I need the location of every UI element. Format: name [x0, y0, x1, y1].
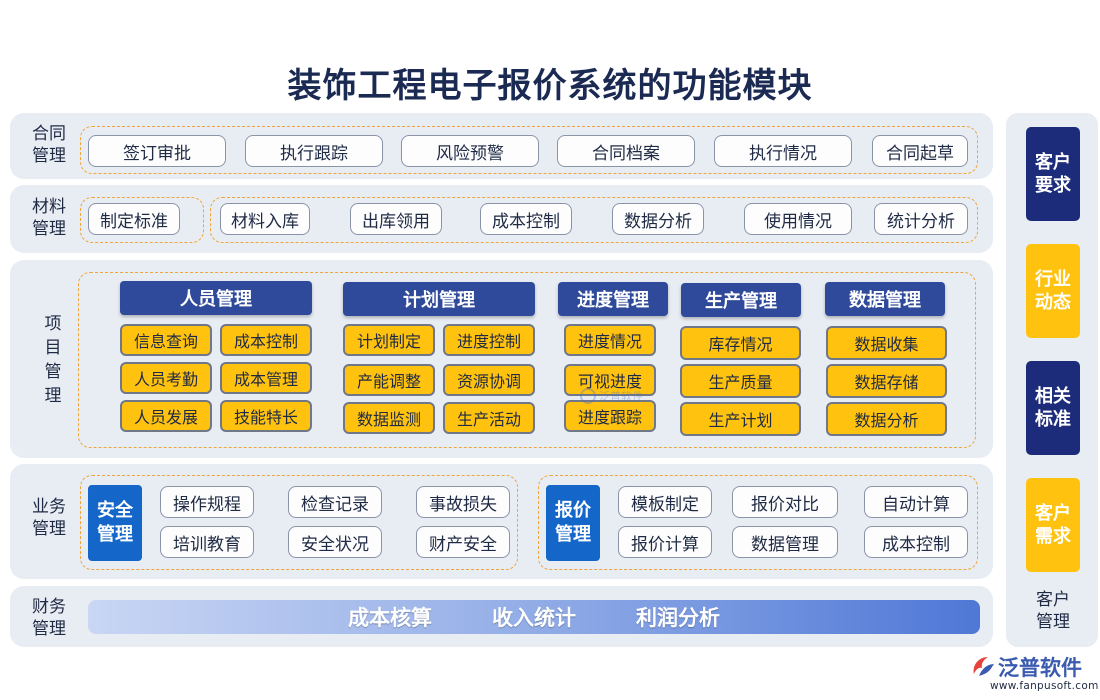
safety-item[interactable]: 安全状况	[288, 526, 382, 558]
production-item[interactable]: 生产计划	[680, 402, 801, 436]
safety-item[interactable]: 财产安全	[416, 526, 510, 558]
quote-management-block[interactable]: 报价 管理	[546, 485, 600, 561]
brand-logo: 泛普软件 www.fanpusoft.com	[968, 652, 1098, 696]
material-item[interactable]: 数据分析	[612, 203, 704, 235]
brand-url: www.fanpusoft.com	[990, 680, 1099, 692]
contract-group	[80, 126, 978, 174]
group-header-personnel[interactable]: 人员管理	[120, 281, 312, 315]
group-header-progress[interactable]: 进度管理	[558, 282, 668, 316]
contract-item[interactable]: 风险预警	[401, 135, 539, 167]
customer-label: 客户 管理	[1036, 590, 1070, 632]
progress-item[interactable]: 进度情况	[564, 324, 656, 356]
page-title: 装饰工程电子报价系统的功能模块	[287, 66, 813, 106]
progress-item[interactable]: 可视进度	[564, 364, 656, 396]
safety-item[interactable]: 检查记录	[288, 486, 382, 518]
safety-management-block[interactable]: 安全 管理	[88, 485, 142, 561]
safety-item[interactable]: 事故损失	[416, 486, 510, 518]
contract-item[interactable]: 执行情况	[714, 135, 852, 167]
brand-logo-icon	[973, 657, 994, 676]
finance-item[interactable]: 利润分析	[636, 606, 720, 630]
contract-item[interactable]: 合同起草	[872, 135, 968, 167]
plan-item[interactable]: 资源协调	[443, 364, 535, 396]
quote-item[interactable]: 自动计算	[864, 486, 968, 518]
quote-item[interactable]: 报价计算	[618, 526, 712, 558]
quote-item[interactable]: 报价对比	[732, 486, 838, 518]
material-group	[210, 197, 978, 243]
group-header-data[interactable]: 数据管理	[825, 282, 945, 316]
project-group	[78, 272, 976, 448]
business-label: 业务 管理	[32, 497, 66, 539]
personnel-item[interactable]: 成本控制	[220, 324, 312, 356]
personnel-item[interactable]: 信息查询	[120, 324, 212, 356]
material-standard[interactable]: 制定标准	[88, 203, 180, 235]
material-item[interactable]: 材料入库	[220, 203, 310, 235]
business-row	[10, 464, 993, 579]
quote-item[interactable]: 数据管理	[732, 526, 838, 558]
group-header-plan[interactable]: 计划管理	[343, 282, 535, 316]
plan-item[interactable]: 产能调整	[343, 364, 435, 396]
customer-demand-box[interactable]: 客户需求	[1026, 478, 1080, 572]
material-label: 材料 管理	[32, 197, 66, 239]
watermark-logo-icon	[580, 388, 596, 404]
quote-item[interactable]: 成本控制	[864, 526, 968, 558]
material-standard-group	[80, 197, 204, 243]
group-header-production[interactable]: 生产管理	[681, 283, 801, 317]
contract-item[interactable]: 签订审批	[88, 135, 226, 167]
customer-requirement-box[interactable]: 客户要求	[1026, 127, 1080, 221]
industry-trend-box[interactable]: 行业动态	[1026, 244, 1080, 338]
material-item[interactable]: 成本控制	[480, 203, 572, 235]
personnel-item[interactable]: 人员发展	[120, 400, 212, 432]
data-item[interactable]: 数据分析	[826, 402, 947, 436]
personnel-item[interactable]: 技能特长	[220, 400, 312, 432]
progress-item[interactable]: 进度跟踪	[564, 400, 656, 432]
material-item[interactable]: 使用情况	[744, 203, 852, 235]
finance-item[interactable]: 收入统计	[492, 606, 576, 630]
watermark: 泛普软件	[580, 383, 650, 409]
material-item[interactable]: 统计分析	[874, 203, 968, 235]
finance-item[interactable]: 成本核算	[348, 606, 432, 630]
safety-item[interactable]: 操作规程	[160, 486, 254, 518]
personnel-item[interactable]: 成本管理	[220, 362, 312, 394]
finance-bar: 成本核算 收入统计 利润分析	[88, 600, 980, 634]
safety-group	[80, 475, 518, 570]
contract-item[interactable]: 合同档案	[557, 135, 695, 167]
finance-label: 财务 管理	[32, 597, 66, 639]
plan-item[interactable]: 生产活动	[443, 402, 535, 434]
safety-item[interactable]: 培训教育	[160, 526, 254, 558]
quote-group	[538, 475, 978, 570]
contract-label: 合同 管理	[32, 124, 66, 166]
production-item[interactable]: 库存情况	[680, 326, 801, 360]
production-item[interactable]: 生产质量	[680, 364, 801, 398]
contract-item[interactable]: 执行跟踪	[245, 135, 383, 167]
brand-name: 泛普软件	[998, 656, 1082, 680]
personnel-item[interactable]: 人员考勤	[120, 362, 212, 394]
data-item[interactable]: 数据收集	[826, 326, 947, 360]
project-label: 项 目 管 理	[44, 314, 62, 406]
plan-item[interactable]: 数据监测	[343, 402, 435, 434]
plan-item[interactable]: 进度控制	[443, 324, 535, 356]
quote-item[interactable]: 模板制定	[618, 486, 712, 518]
material-item[interactable]: 出库领用	[350, 203, 442, 235]
plan-item[interactable]: 计划制定	[343, 324, 435, 356]
related-standard-box[interactable]: 相关标准	[1026, 361, 1080, 455]
data-item[interactable]: 数据存储	[826, 364, 947, 398]
